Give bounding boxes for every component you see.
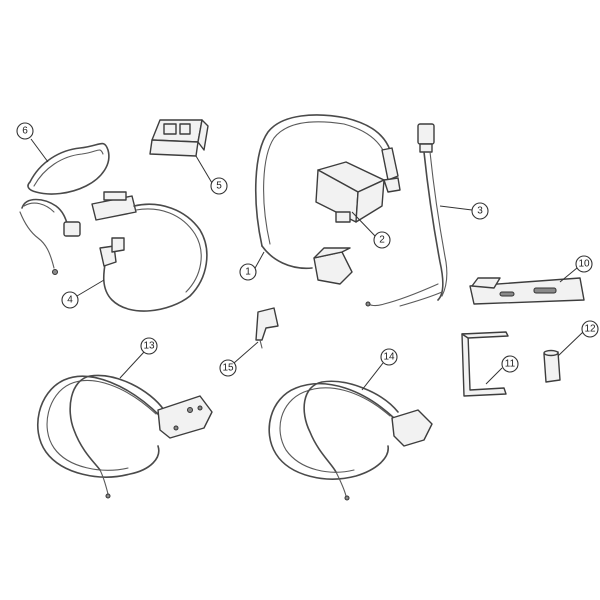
leader-lines <box>30 138 584 391</box>
part-1-ht-lead-coil <box>255 114 401 285</box>
callout-5: 5 <box>210 177 228 195</box>
callout-label: 12 <box>584 324 596 335</box>
part-12-sleeve <box>543 349 561 383</box>
callout-13: 13 <box>140 337 158 355</box>
callout-14: 14 <box>380 348 398 366</box>
part-15-connector <box>255 307 279 349</box>
callout-6: 6 <box>16 122 34 140</box>
part-5-cdi-box <box>149 119 209 157</box>
callout-label: 10 <box>578 259 590 270</box>
callout-label: 13 <box>143 341 155 352</box>
part-11-l-bracket <box>461 331 509 397</box>
part-3-wiring-harness <box>365 123 448 307</box>
callout-label: 14 <box>383 352 395 363</box>
callout-label: 4 <box>67 295 73 306</box>
callout-11: 11 <box>501 355 519 373</box>
callout-label: 3 <box>477 206 483 217</box>
part-6-wiring-loom <box>19 142 110 275</box>
callout-label: 15 <box>222 363 234 374</box>
callout-2: 2 <box>373 231 391 249</box>
part-14-switch-cable <box>268 380 433 501</box>
part-13-switch-cable <box>37 374 213 499</box>
callout-12: 12 <box>581 320 599 338</box>
callout-10: 10 <box>575 255 593 273</box>
callout-15: 15 <box>219 359 237 377</box>
callout-label: 6 <box>22 126 28 137</box>
callout-4: 4 <box>61 291 79 309</box>
callout-label: 11 <box>505 359 516 370</box>
part-10-bracket <box>469 277 585 305</box>
callout-label: 1 <box>245 267 251 278</box>
callout-label: 2 <box>379 235 385 246</box>
callout-3: 3 <box>471 202 489 220</box>
part-2-regulator <box>315 161 385 223</box>
callout-label: 5 <box>216 181 222 192</box>
part-4-ignition-coil <box>91 191 208 312</box>
callout-1: 1 <box>239 263 257 281</box>
